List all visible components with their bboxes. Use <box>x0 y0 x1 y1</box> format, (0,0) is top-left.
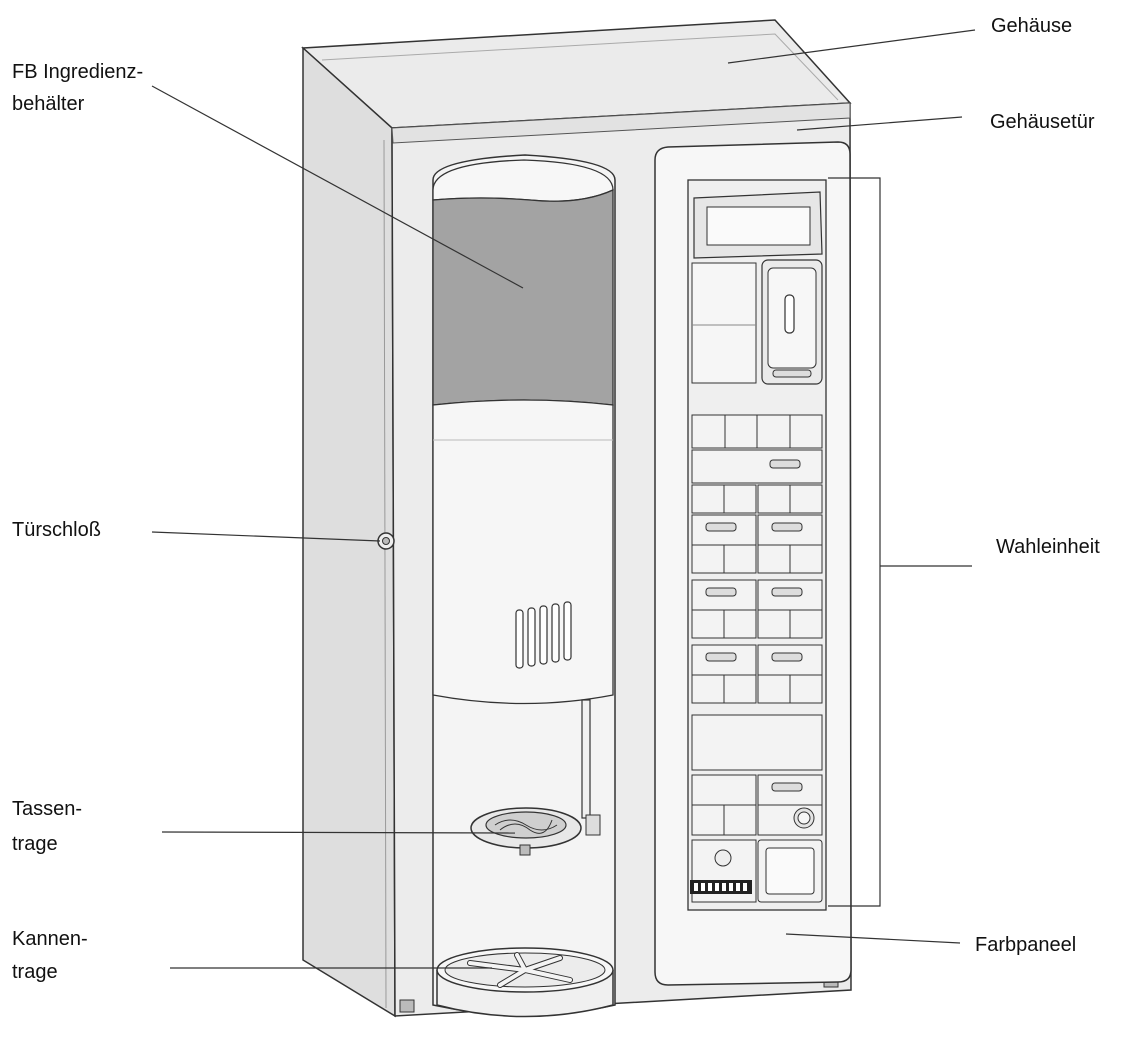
label-wahleinheit: Wahleinheit <box>996 536 1100 558</box>
label-tassen-line2: trage <box>12 833 58 855</box>
label-kannen-line1: Kannen- <box>12 928 88 950</box>
left-foot <box>399 999 415 1013</box>
label-gehaeuse: Gehäuse <box>991 15 1073 37</box>
outlet-pipe <box>581 699 591 819</box>
selection-buttons <box>691 414 823 903</box>
coin-slot-icon <box>761 259 823 385</box>
label-tassen-line1: Tassen- <box>12 798 83 820</box>
jug-tray <box>436 947 614 1018</box>
label-kannen-line2: trage <box>12 961 58 983</box>
label-farbpaneel: Farbpaneel <box>975 934 1077 956</box>
cup-tray <box>470 807 582 856</box>
label-ingredienz-line2: behälter <box>12 93 85 115</box>
door-lock-icon <box>377 532 395 550</box>
label-gehaeusetuer: Gehäusetür <box>990 111 1095 133</box>
display-screen <box>693 191 823 259</box>
ingredient-container <box>432 188 614 406</box>
label-ingredienz-line1: FB Ingredienz- <box>12 61 144 83</box>
counter-display <box>690 880 752 894</box>
label-tuerschloss: Türschloß <box>12 519 101 541</box>
vent-slots <box>515 601 572 669</box>
leader-lines <box>151 29 976 969</box>
